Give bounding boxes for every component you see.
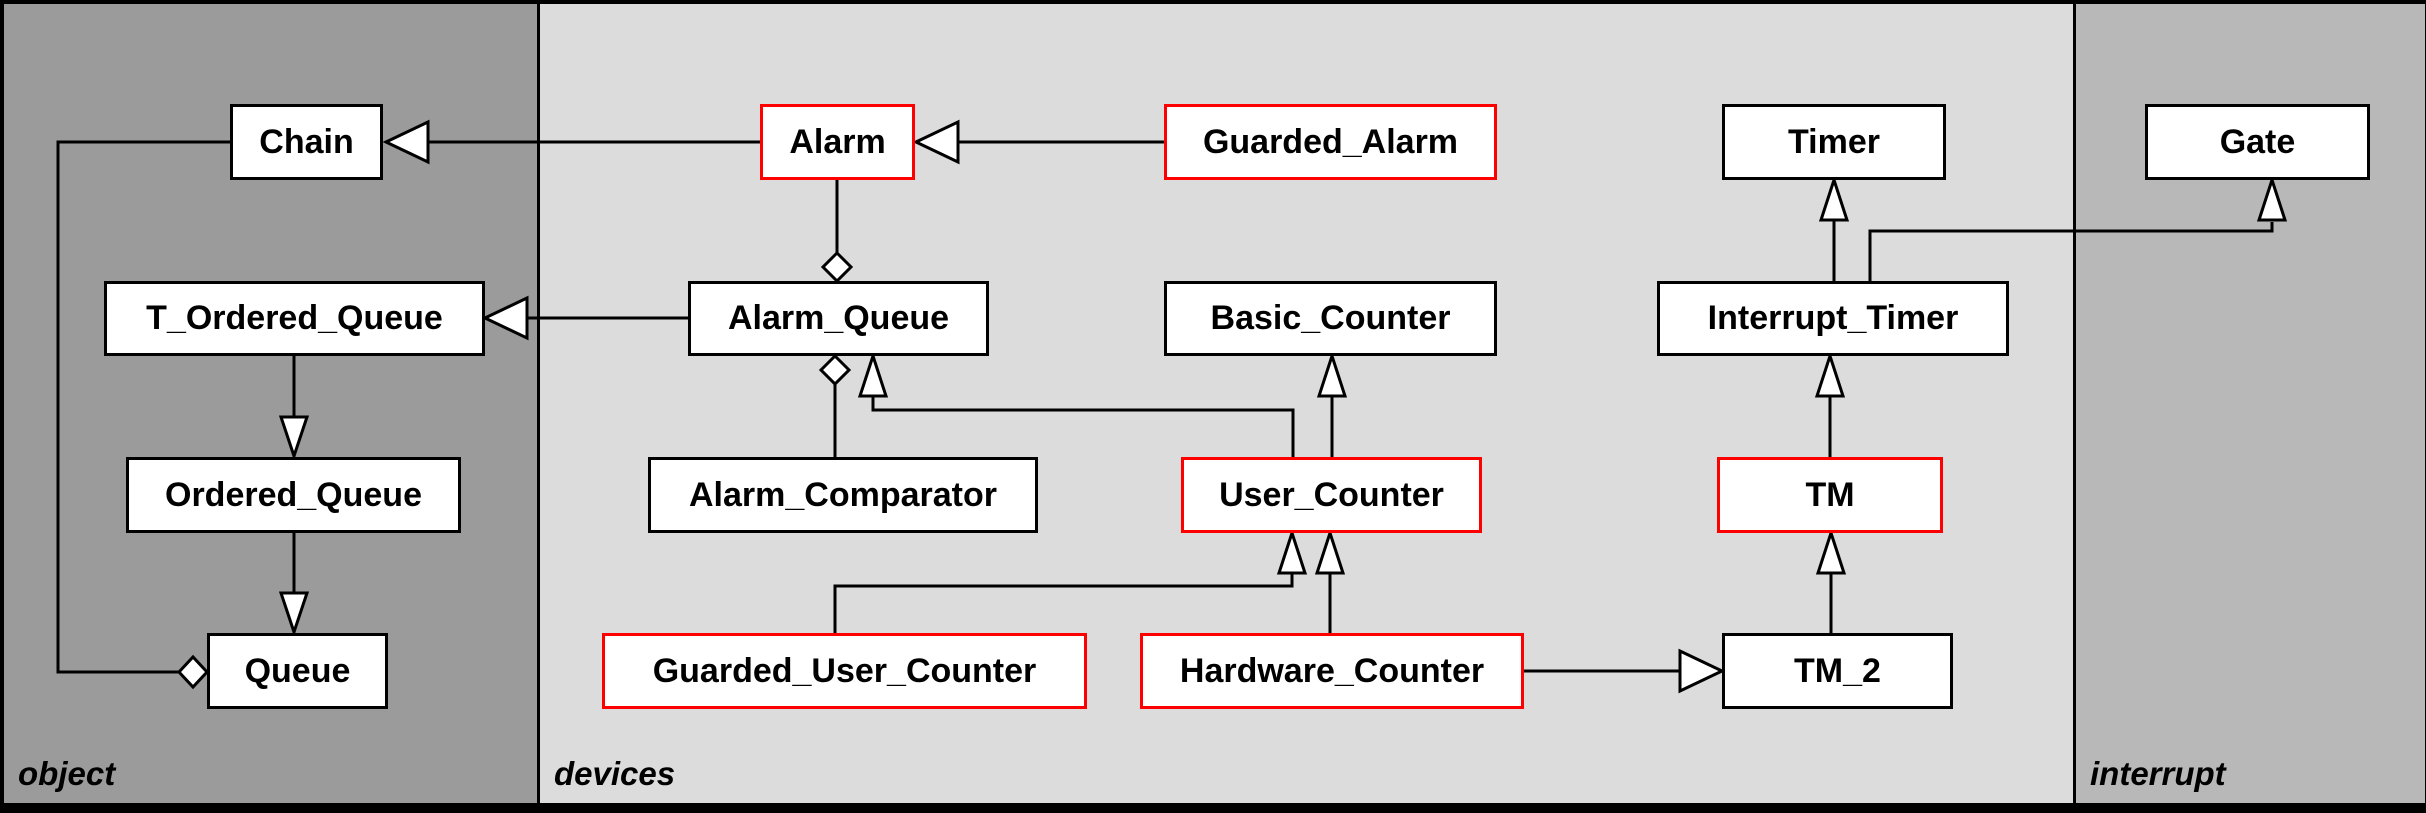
node-queue-label: Queue bbox=[244, 651, 351, 690]
node-chain: Chain bbox=[230, 104, 383, 180]
node-tm: TM bbox=[1717, 457, 1943, 533]
node-timer: Timer bbox=[1722, 104, 1946, 180]
node-gate: Gate bbox=[2145, 104, 2370, 180]
node-basic-counter-label: Basic_Counter bbox=[1210, 299, 1451, 337]
node-t-ordered-queue-label: T_Ordered_Queue bbox=[146, 299, 443, 337]
node-queue: Queue bbox=[207, 633, 388, 709]
node-guarded-user-counter: Guarded_User_Counter bbox=[602, 633, 1087, 709]
node-alarm-queue-label: Alarm_Queue bbox=[727, 299, 950, 337]
node-tm-2-label: TM_2 bbox=[1794, 651, 1881, 690]
node-hardware-counter-label: Hardware_Counter bbox=[1179, 651, 1485, 690]
node-guarded-user-counter-label: Guarded_User_Counter bbox=[652, 651, 1037, 690]
node-alarm-comparator: Alarm_Comparator bbox=[648, 457, 1038, 533]
node-guarded-alarm-label: Guarded_Alarm bbox=[1202, 122, 1459, 161]
bottom-frame-bar bbox=[0, 803, 2426, 813]
region-devices-label: devices bbox=[554, 755, 676, 792]
node-alarm: Alarm bbox=[760, 104, 915, 180]
region-interrupt-label: interrupt bbox=[2090, 755, 2226, 792]
node-guarded-alarm: Guarded_Alarm bbox=[1164, 104, 1497, 180]
node-tm-2: TM_2 bbox=[1722, 633, 1953, 709]
node-user-counter: User_Counter bbox=[1181, 457, 1482, 533]
node-interrupt-timer-label: Interrupt_Timer bbox=[1707, 299, 1959, 337]
node-timer-label: Timer bbox=[1788, 122, 1880, 161]
node-basic-counter: Basic_Counter bbox=[1164, 281, 1497, 356]
node-ordered-queue: Ordered_Queue bbox=[126, 457, 461, 533]
region-object-label: object bbox=[18, 755, 116, 792]
node-hardware-counter: Hardware_Counter bbox=[1140, 633, 1524, 709]
node-alarm-comparator-label: Alarm_Comparator bbox=[689, 475, 997, 514]
node-t-ordered-queue: T_Ordered_Queue bbox=[104, 281, 485, 356]
node-tm-label: TM bbox=[1805, 475, 1855, 514]
node-interrupt-timer: Interrupt_Timer bbox=[1657, 281, 2009, 356]
node-ordered-queue-label: Ordered_Queue bbox=[165, 475, 422, 514]
node-user-counter-label: User_Counter bbox=[1219, 475, 1444, 514]
node-alarm-queue: Alarm_Queue bbox=[688, 281, 989, 356]
node-alarm-label: Alarm bbox=[789, 122, 886, 161]
node-gate-label: Gate bbox=[2219, 122, 2296, 161]
node-chain-label: Chain bbox=[259, 122, 354, 161]
